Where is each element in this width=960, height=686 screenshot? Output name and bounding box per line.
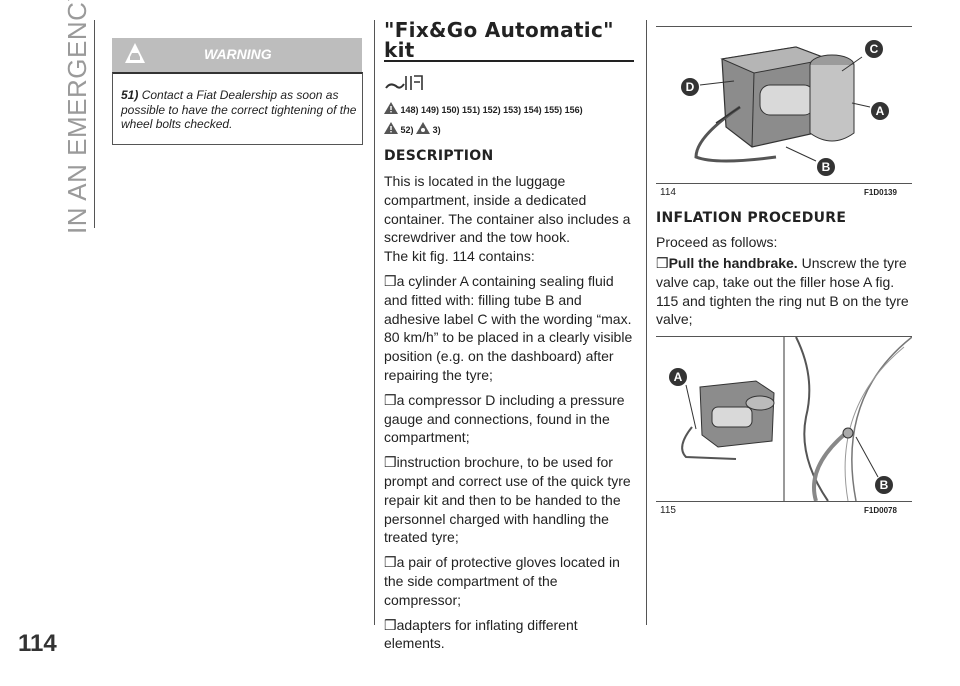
callout-c: C — [870, 42, 879, 56]
inflation-intro: Proceed as follows: — [656, 234, 778, 250]
page-number: 114 — [18, 630, 57, 657]
figure-115-number: 115 — [660, 505, 676, 516]
article-title: "Fix&Go Automatic" kit — [384, 18, 614, 62]
list-item: ❒adapters for inflating different elemen… — [384, 616, 578, 652]
refs-line-2: 52) 3) — [384, 122, 441, 135]
column-divider-1 — [374, 20, 375, 625]
warning-text: 51) Contact a Fiat Dealership as soon as… — [121, 88, 357, 131]
repair-kit-illustration: C D A B — [681, 40, 889, 176]
section-title: IN AN EMERGENCY — [62, 0, 92, 234]
figure-115: A B — [656, 336, 913, 502]
column-divider-2 — [646, 20, 647, 625]
description-body: This is located in the luggage compartme… — [384, 172, 636, 659]
environment-triangle-icon — [416, 122, 431, 134]
warning-box: 51) Contact a Fiat Dealership as soon as… — [112, 72, 363, 145]
figure-114-number: 114 — [660, 187, 676, 198]
side-divider — [94, 20, 95, 228]
callout-d: D — [686, 80, 695, 94]
callout-b-115: B — [880, 478, 889, 492]
warning-triangle-icon — [384, 102, 398, 114]
callout-a-115: A — [674, 370, 683, 384]
kit-contains: The kit fig. 114 contains: — [384, 248, 535, 265]
figure-114: C D A B — [656, 26, 912, 184]
list-item: ❒a pair of protective gloves located in … — [384, 554, 620, 608]
callout-b: B — [822, 160, 831, 174]
warning-triangle-icon — [384, 122, 398, 134]
list-item: ❒instruction brochure, to be used for pr… — [384, 454, 631, 546]
figure-115-code: F1D0078 — [864, 506, 897, 515]
warning-heading: WARNING — [204, 46, 272, 62]
list-item: ❒a compressor D including a pressure gau… — [384, 391, 625, 446]
warning-car-icon — [125, 43, 145, 63]
description-heading: DESCRIPTION — [384, 148, 494, 164]
inflation-step: ❒Pull the handbrake. Unscrew the tyre va… — [656, 255, 909, 328]
refs-line-1: 148) 149) 150) 151) 152) 153) 154) 155) … — [384, 102, 583, 115]
list-item: ❒a cylinder A containing sealing fluid a… — [384, 272, 633, 383]
title-rule — [384, 60, 634, 62]
description-intro: This is located in the luggage compartme… — [384, 173, 631, 246]
inflation-heading: INFLATION PROCEDURE — [656, 210, 847, 226]
warning-header: WARNING — [112, 38, 362, 72]
inflation-illustration: A B — [669, 336, 913, 502]
figure-114-code: F1D0139 — [864, 188, 897, 197]
fix-and-go-logo-icon — [385, 75, 423, 90]
callout-a: A — [876, 104, 885, 118]
